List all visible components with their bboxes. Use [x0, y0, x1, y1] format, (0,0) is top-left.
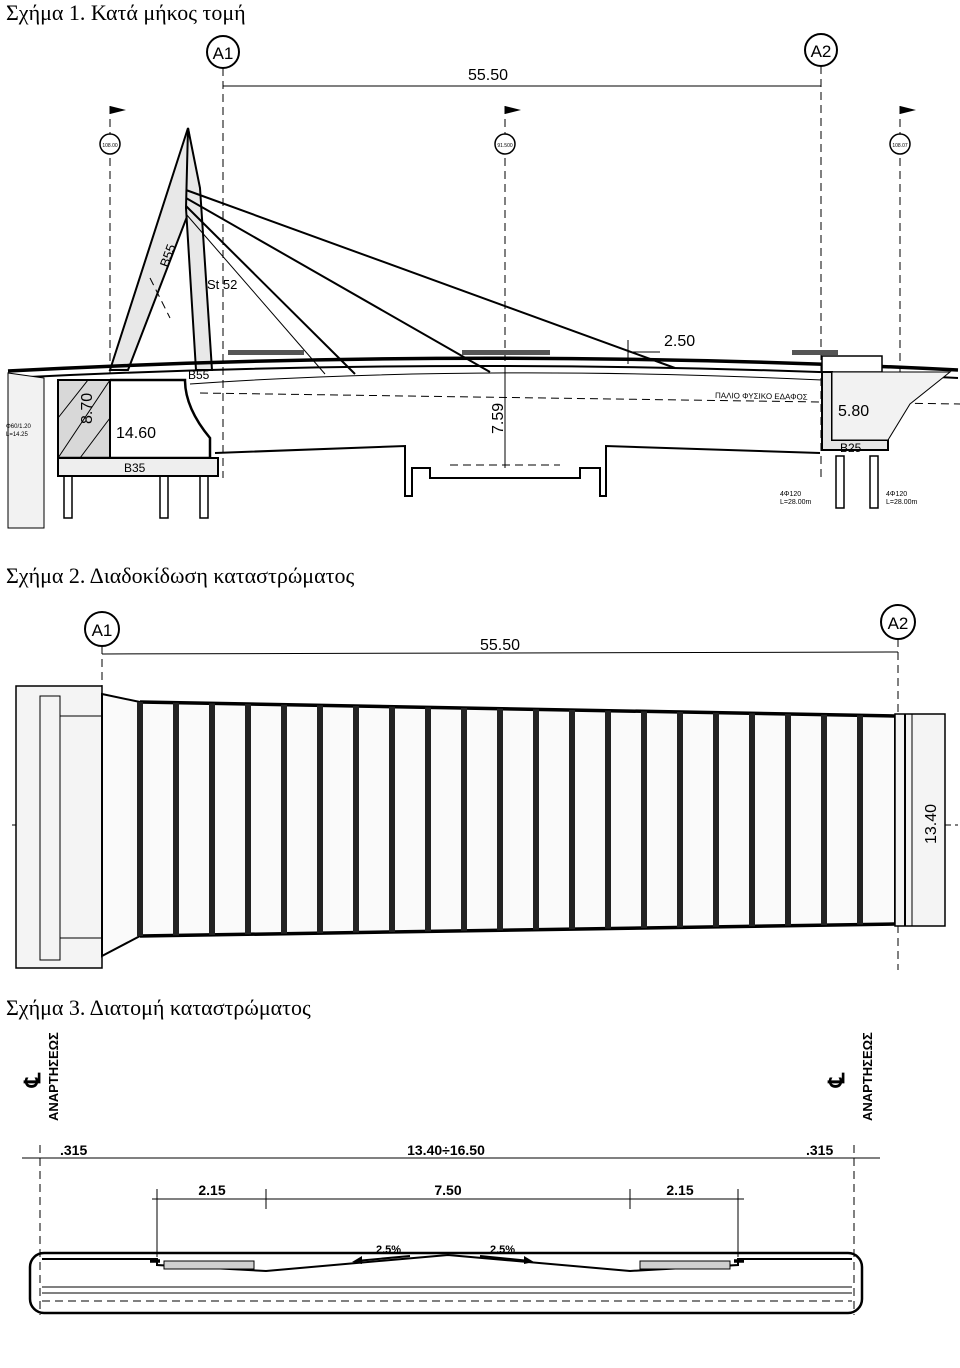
right-centerline-label: ΑΝΑΡΤΗΣΕΩΣ [860, 1032, 875, 1121]
pylon: B55 St 52 [108, 127, 237, 371]
cross-beam [281, 704, 287, 934]
elevation-marker-mid: 91.500 [494, 106, 521, 373]
cross-beam [137, 702, 143, 936]
right-offset-dimension: .315 [806, 1142, 833, 1158]
elevation-marker-left: 108.00 [99, 106, 126, 373]
deck-cross-section: ℄ ΑΝΑΡΤΗΣΕΩΣ ℄ ΑΝΑΡΤΗΣΕΩΣ .315 13.40÷16.… [20, 1032, 880, 1315]
plan-width-dimension: 13.40 [923, 804, 940, 844]
cross-beam [569, 710, 575, 930]
right-pile-spec-b2: L=28.00m [886, 499, 917, 506]
left-walkway-dimension: 2.15 [198, 1182, 225, 1198]
plan-axis-a2-label: A2 [888, 614, 909, 633]
cross-beams [137, 702, 863, 936]
slope-arrow-right: 2.5% [479, 1244, 534, 1264]
slope-dimension: 2.50 [664, 333, 695, 350]
cross-beam [209, 703, 215, 935]
cross-beam [497, 708, 503, 931]
abutment-height-dimension: 8.70 [79, 393, 96, 424]
left-centerline-label: ΑΝΑΡΤΗΣΕΩΣ [46, 1032, 61, 1121]
right-pile-spec-b1: 4Φ120 [886, 491, 907, 498]
stay-cables [185, 189, 676, 375]
elevation-left-text: 108.00 [102, 143, 118, 149]
cross-beam [713, 712, 719, 927]
cross-beam [677, 712, 683, 928]
right-walkway-dimension: 2.15 [666, 1182, 693, 1198]
cross-beam [425, 707, 431, 932]
total-width-dimension: 13.40÷16.50 [407, 1142, 485, 1158]
span-dimension: 55.50 [468, 67, 508, 84]
cross-beam [245, 704, 251, 935]
cross-beam [173, 702, 179, 936]
cross-beam [749, 713, 755, 927]
figure-2-caption: Σχήμα 2. Διαδοκίδωση καταστρώματος [6, 563, 355, 588]
plan-span-dimension: 55.50 [480, 637, 520, 654]
deck-section-body [28, 1251, 864, 1315]
longitudinal-section-drawing: A1 A2 55.50 108.00 91.500 108.07 B55 St … [6, 33, 960, 529]
figure-3-caption: Σχήμα 3. Διατομή καταστρώματος [6, 995, 311, 1020]
abutment-length-dimension: 14.60 [116, 425, 156, 442]
cross-beam [461, 708, 467, 931]
pylon-concrete-label: B55 [157, 242, 179, 269]
cross-beam [533, 709, 539, 930]
right-abutment-base-label: B25 [840, 441, 862, 455]
deck-framing-plan: A1 A2 55.50 13.40 [12, 604, 958, 970]
axis-a1-label: A1 [213, 44, 234, 63]
right-abutment: 5.80 B25 4Φ120 L=28.00m 4Φ120 L=28.00m [780, 355, 952, 509]
slope-arrow-left: 2.5% [352, 1244, 411, 1264]
slope-left-label: 2.5% [376, 1244, 401, 1256]
cross-beam [605, 710, 611, 929]
roadway-dimension: 7.50 [434, 1182, 461, 1198]
cross-beam [317, 705, 323, 934]
figure-1-caption: Σχήμα 1. Κατά μήκος τομή [6, 0, 246, 25]
right-pile-spec-a1: 4Φ120 [780, 491, 801, 498]
cross-beam [353, 706, 359, 933]
cross-beam [389, 706, 395, 932]
right-centerline-symbol: ℄ [824, 1072, 849, 1088]
cross-beam [857, 715, 863, 925]
left-offset-dimension: .315 [60, 1142, 87, 1158]
left-pile-spec-1: Φ60/1.20 [6, 424, 31, 430]
right-abutment-dimension: 5.80 [838, 403, 869, 420]
deck-concrete-label: B55 [188, 368, 210, 382]
axis-a2-label: A2 [811, 42, 832, 61]
valley-bed [214, 444, 821, 497]
cross-beam [785, 714, 791, 926]
elevation-mid-text: 91.500 [497, 143, 513, 149]
steel-grade-label: St 52 [207, 277, 237, 292]
clearance-dimension: 7.59 [490, 403, 507, 434]
left-centerline-symbol: ℄ [20, 1072, 45, 1088]
elevation-marker-right: 108.07 [889, 106, 916, 373]
cross-beam [821, 714, 827, 926]
right-pile-spec-a2: L=28.00m [780, 499, 811, 506]
old-ground-label: ΠΑΛΙΟ ΦΥΣΙΚΟ ΕΔΑΦΟΣ [715, 391, 808, 402]
deck-profile: B55 [7, 356, 959, 385]
elevation-right-text: 108.07 [892, 143, 908, 149]
left-abutment: 8.70 14.60 B35 Φ60/1.20 L=14.25 [6, 372, 219, 529]
cross-beam [641, 711, 647, 928]
abutment-base-label: B35 [124, 461, 146, 475]
slope-right-label: 2.5% [490, 1244, 515, 1256]
left-pile-spec-2: L=14.25 [6, 432, 29, 438]
plan-axis-a1-label: A1 [92, 621, 113, 640]
